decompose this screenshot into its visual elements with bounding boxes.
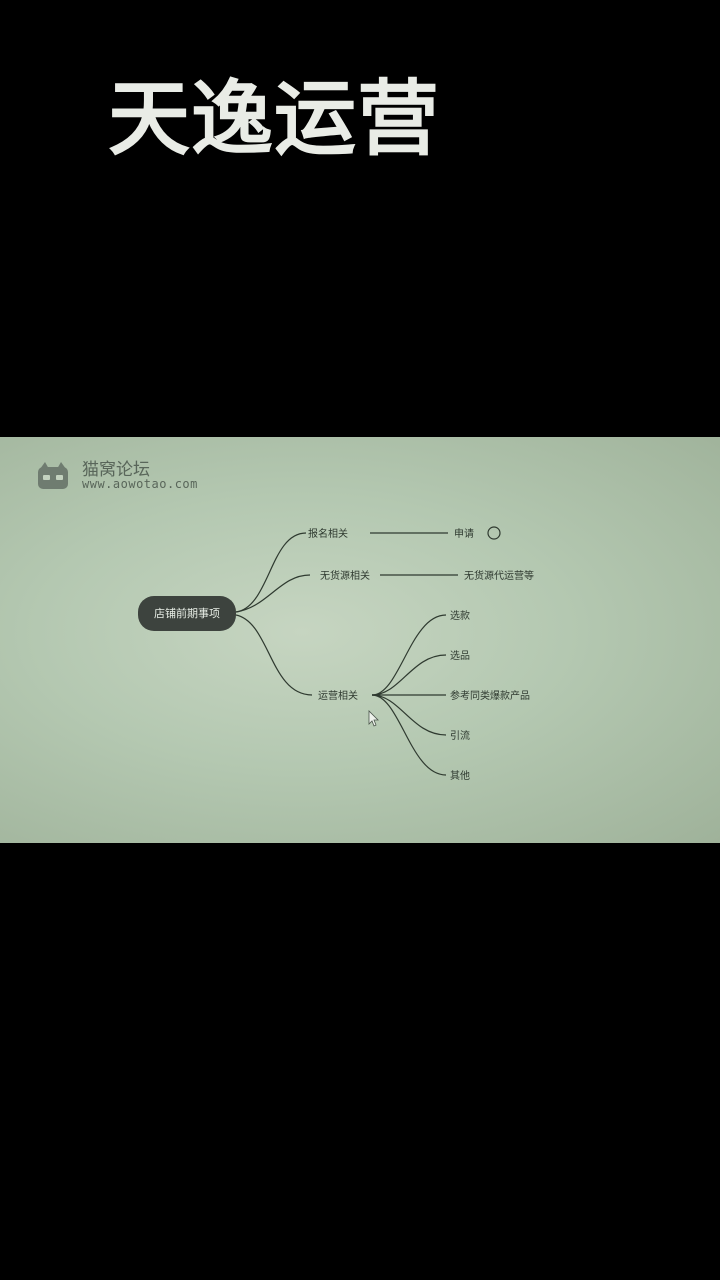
watermark-url: www.aowotao.com — [82, 477, 198, 491]
root-node[interactable] — [138, 596, 236, 631]
mouse-pointer-icon — [368, 710, 379, 727]
cat-face-icon — [38, 462, 68, 489]
connector-branch-3-child-5 — [371, 694, 447, 776]
leaf-node-3-5[interactable]: 其他 — [450, 769, 470, 782]
leaf-node-3-4[interactable]: 引流 — [450, 729, 470, 742]
leaf-node-3-3[interactable]: 参考同类爆款产品 — [450, 689, 530, 702]
leaf-node-1-1[interactable]: 申请 — [454, 527, 474, 540]
branch-node-2[interactable]: 无货源相关 — [320, 569, 370, 582]
connector-root-branch-1 — [235, 532, 307, 613]
watermark-name: 猫窝论坛 — [82, 460, 150, 480]
root-node-label: 店铺前期事项 — [154, 606, 220, 620]
leaf-node-3-1[interactable]: 选款 — [450, 609, 470, 622]
branch-node-1[interactable]: 报名相关 — [308, 527, 348, 540]
leaf-node-2-1[interactable]: 无货源代运营等 — [464, 569, 534, 582]
connector-branch-3-child-2 — [371, 654, 447, 696]
leaf-node-3-2[interactable]: 选品 — [450, 649, 470, 662]
forum-watermark: 猫窝论坛 www.aowotao.com — [36, 455, 236, 495]
video-frame[interactable]: 猫窝论坛 www.aowotao.com 店铺前期事项 报名相关 无货源相关 运… — [0, 437, 720, 843]
branch-node-3[interactable]: 运营相关 — [318, 689, 358, 702]
connector-branch-3-child-4 — [371, 694, 447, 736]
leaf-collapse-toggle[interactable] — [487, 526, 501, 540]
mind-map: 店铺前期事项 报名相关 无货源相关 运营相关 申请 无货源代运营等 选款 选品 … — [138, 526, 534, 782]
channel-title: 天逸运营 — [108, 72, 441, 167]
connector-root-branch-2 — [235, 574, 311, 613]
connector-root-branch-3 — [235, 614, 313, 696]
connector-branch-3-child-1 — [371, 614, 447, 696]
